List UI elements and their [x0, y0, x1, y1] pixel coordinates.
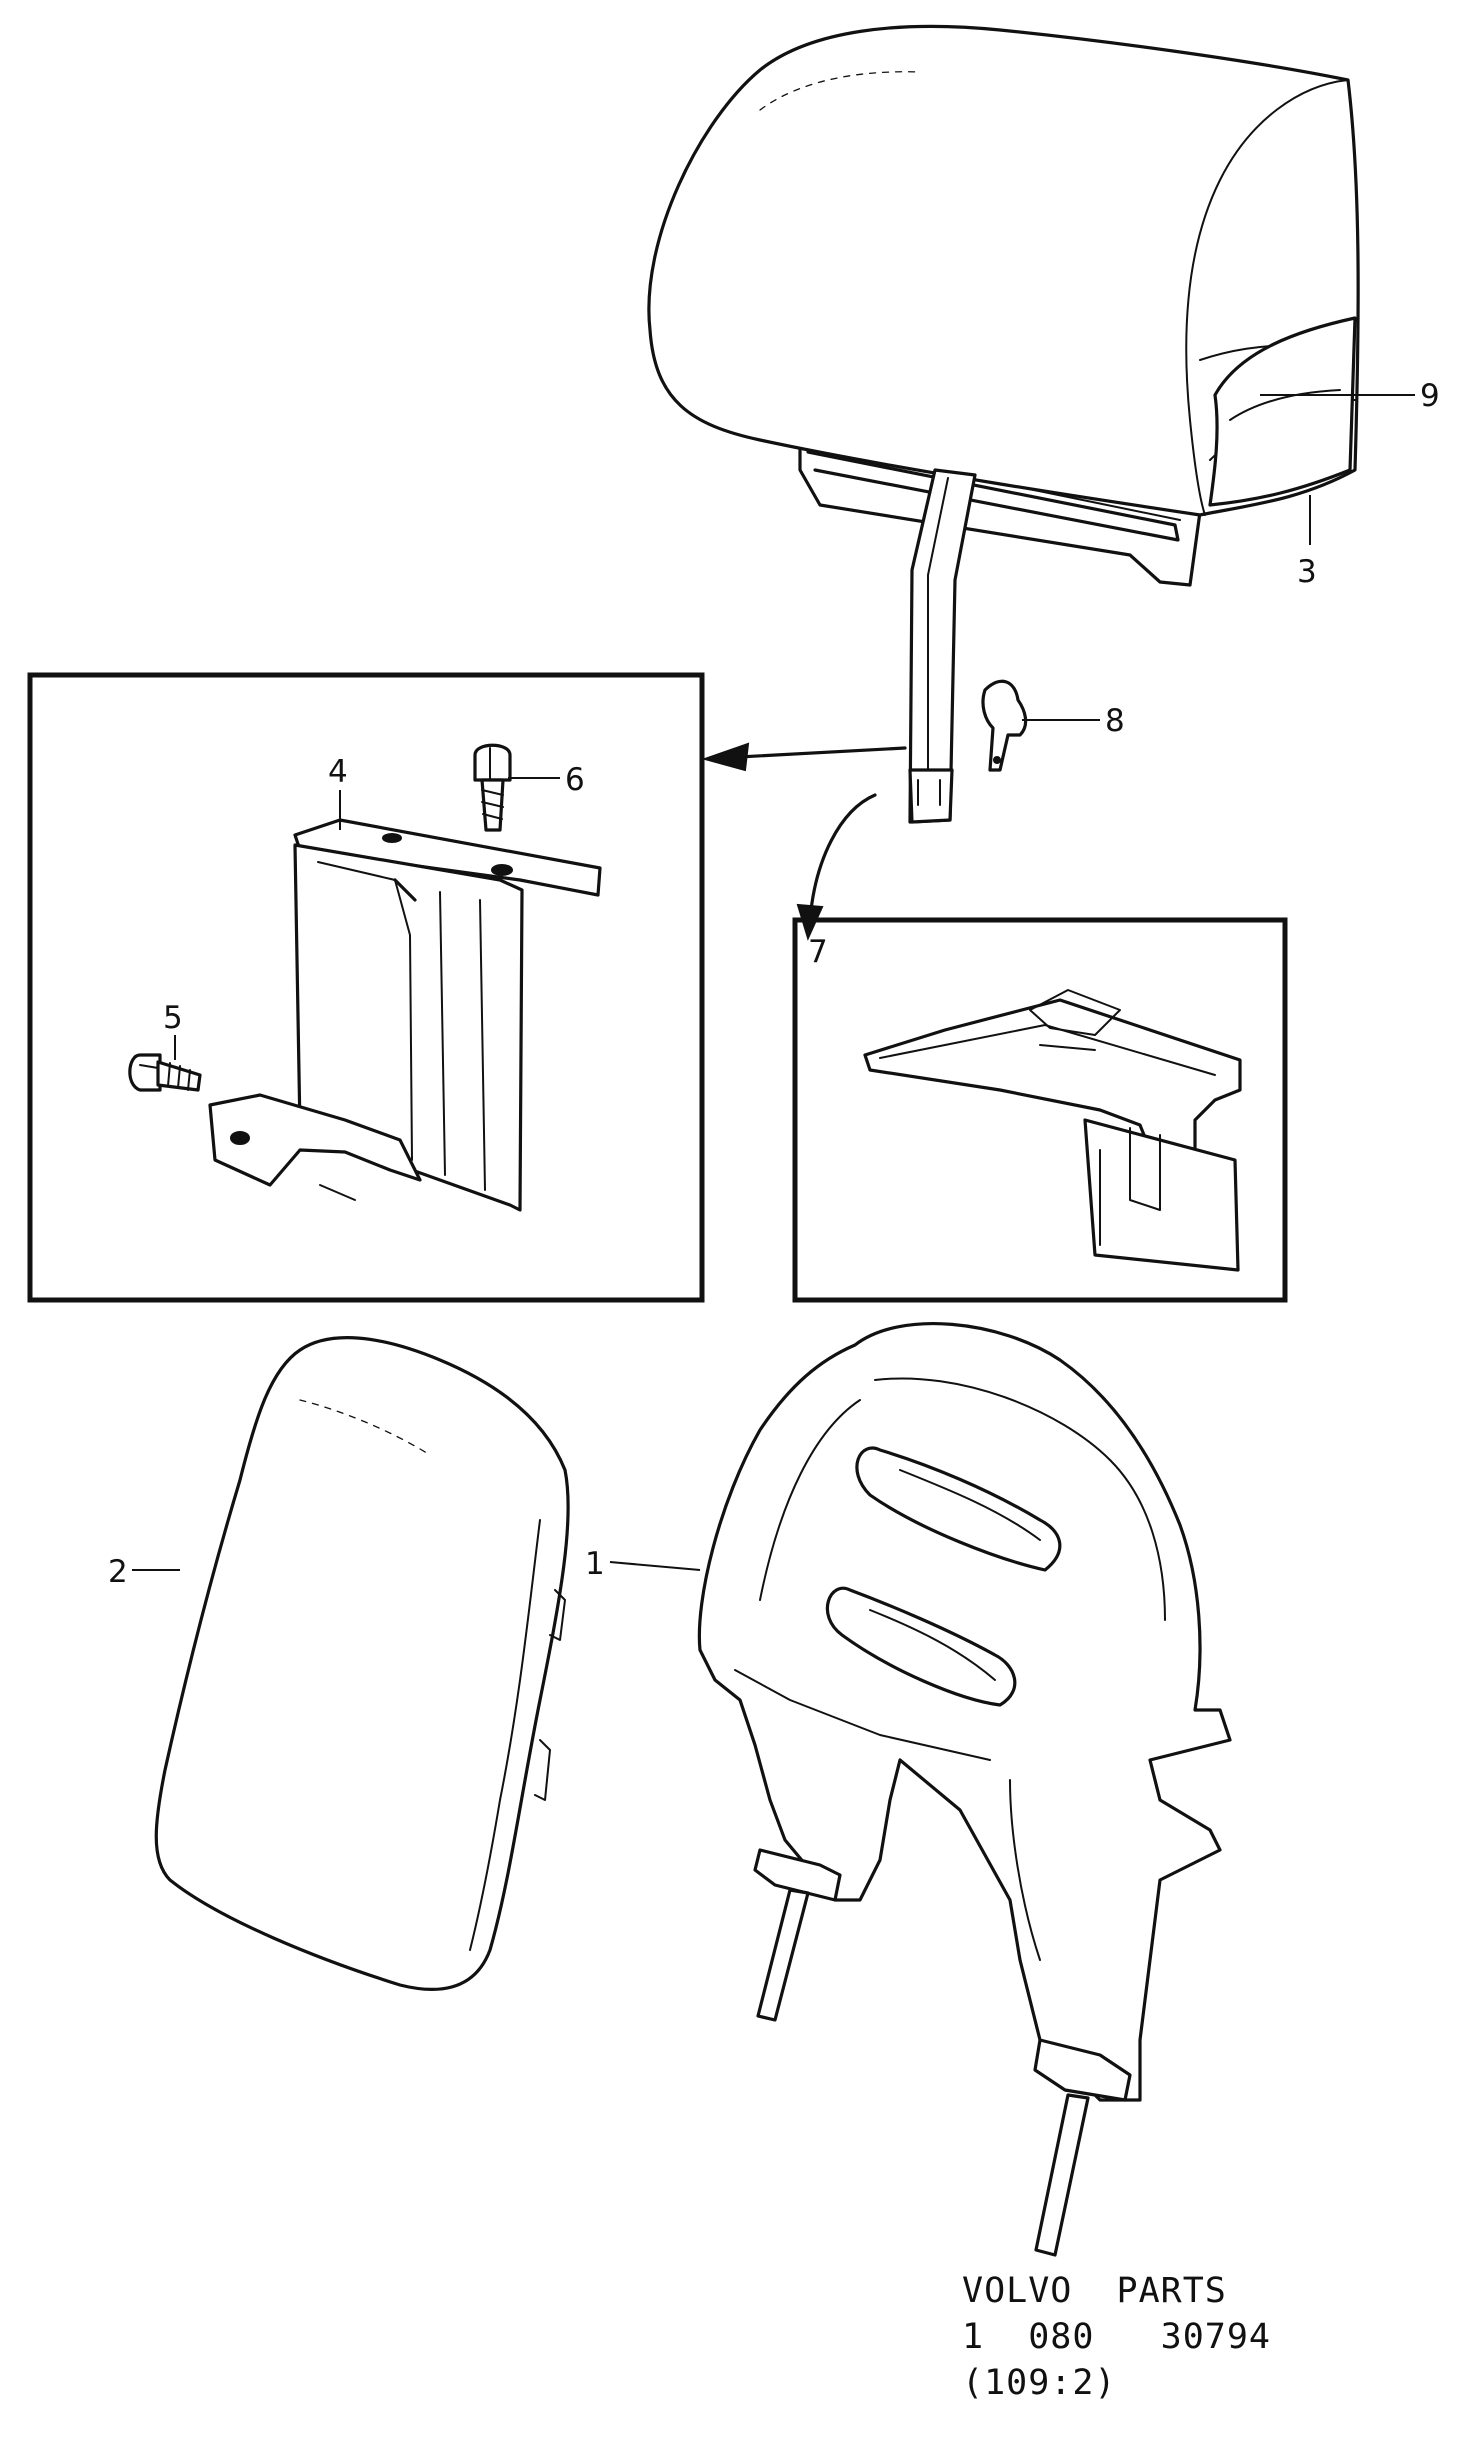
footer-part-number: 1 080 30794: [962, 2317, 1271, 2357]
callout-8: 8: [1105, 703, 1125, 739]
callout-4: 4: [328, 754, 348, 790]
callout-5: 5: [163, 1000, 183, 1036]
leader-1: [609, 1561, 701, 1571]
detail-box-clip: [792, 917, 1288, 1303]
clip-detail: [863, 989, 1242, 1272]
callout-2: 2: [108, 1554, 128, 1590]
headrest-top-assembly: [647, 24, 1360, 824]
headrest-cover: [154, 1336, 570, 1992]
footer-reference: (109:2): [962, 2363, 1117, 2403]
arrow-to-box-right: [808, 793, 877, 922]
clip-part: [981, 679, 1028, 772]
headrest-frame: [697, 1322, 1232, 2257]
detail-box-bracket: [27, 672, 705, 1303]
callout-9: 9: [1420, 378, 1440, 414]
callout-1: 1: [585, 1546, 605, 1582]
callout-3: 3: [1297, 554, 1317, 590]
callout-6: 6: [565, 762, 585, 798]
footer-brand: VOLVO PARTS: [962, 2271, 1227, 2311]
callout-7: 7: [808, 934, 828, 970]
bracket-detail: [128, 743, 602, 1212]
arrow-head-left: [701, 742, 750, 772]
arrow-to-box-left: [718, 746, 907, 760]
